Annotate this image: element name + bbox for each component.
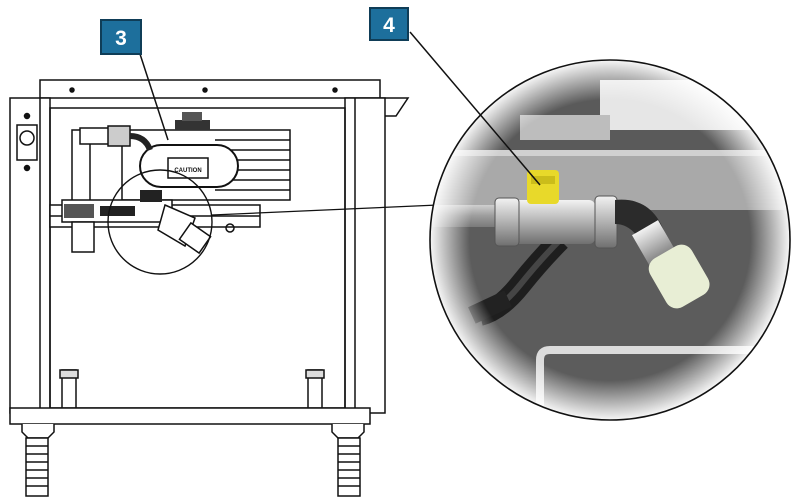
callout-3-number: 3 [115,27,127,50]
callout-4-leader [409,31,541,186]
callout-3: 3 [100,19,169,141]
detail-highlight-circle [107,169,213,275]
caster-left [21,424,55,497]
cabinet-line-drawing: CAUTION [9,79,439,497]
callout-4: 4 [369,7,541,186]
caster-right [331,424,365,497]
callout-3-box [100,19,142,55]
cabinet-right-frame [344,97,386,414]
callout-4-number: 4 [383,14,395,37]
caution-label: CAUTION [174,168,201,174]
detail-photo-frame [429,59,791,421]
callout-3-leader [139,53,169,141]
callout-4-box [369,7,409,41]
cabinet-top-rim [39,79,381,99]
cabinet-base [9,407,371,425]
detail-connector-line [211,204,439,216]
